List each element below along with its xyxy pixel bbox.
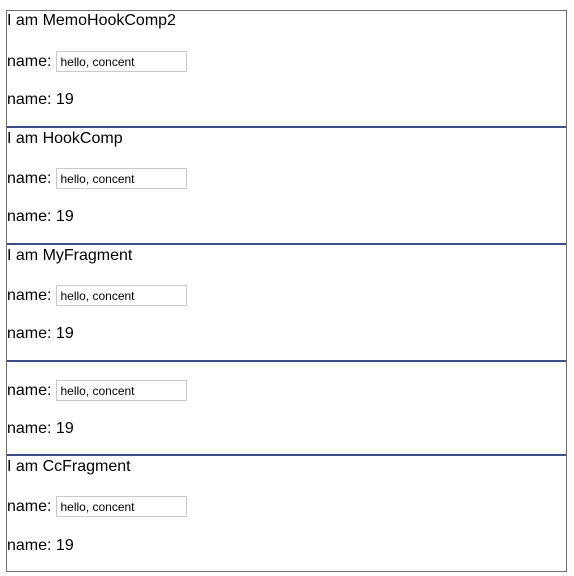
cc-fragment-panel: I am CcFragment name: name: 19 — [7, 456, 566, 571]
name-input-label: name: — [7, 169, 52, 187]
name-input[interactable] — [56, 168, 188, 189]
name-value-text: name: 19 — [7, 537, 74, 554]
my-fragment-panel: I am MyFragment name: name: 19 — [7, 245, 566, 360]
memo-hook-comp2-panel: I am MemoHookComp2 name: name: 19 — [7, 10, 566, 126]
name-value-text: name: 19 — [7, 325, 74, 342]
name-input-row: name: — [7, 380, 188, 401]
component-separator — [7, 360, 566, 362]
name-value-text: name: 19 — [7, 91, 74, 108]
name-input-row: name: — [7, 51, 188, 72]
component-title: I am MemoHookComp2 — [7, 12, 176, 29]
name-input-label: name: — [7, 286, 52, 304]
name-value-text: name: 19 — [7, 420, 74, 437]
name-input[interactable] — [56, 380, 188, 401]
component-title: I am CcFragment — [7, 458, 131, 475]
name-input-row: name: — [7, 285, 188, 306]
name-input-row: name: — [7, 168, 188, 189]
name-input-label: name: — [7, 52, 52, 70]
component-title: I am HookComp — [7, 130, 123, 147]
name-input-label: name: — [7, 381, 52, 399]
component-separator — [7, 243, 566, 245]
component-separator — [7, 126, 566, 128]
component-separator — [7, 454, 566, 456]
name-value-text: name: 19 — [7, 208, 74, 225]
untitled-panel: name: name: 19 — [7, 362, 566, 454]
components-container: I am MemoHookComp2 name: name: 19 I am H… — [6, 10, 567, 572]
name-input[interactable] — [56, 496, 188, 517]
container-top-border — [7, 10, 566, 11]
name-input-label: name: — [7, 497, 52, 515]
hook-comp-panel: I am HookComp name: name: 19 — [7, 128, 566, 243]
name-input-row: name: — [7, 496, 188, 517]
name-input[interactable] — [56, 285, 188, 306]
name-input[interactable] — [56, 51, 188, 72]
component-title: I am MyFragment — [7, 247, 133, 264]
